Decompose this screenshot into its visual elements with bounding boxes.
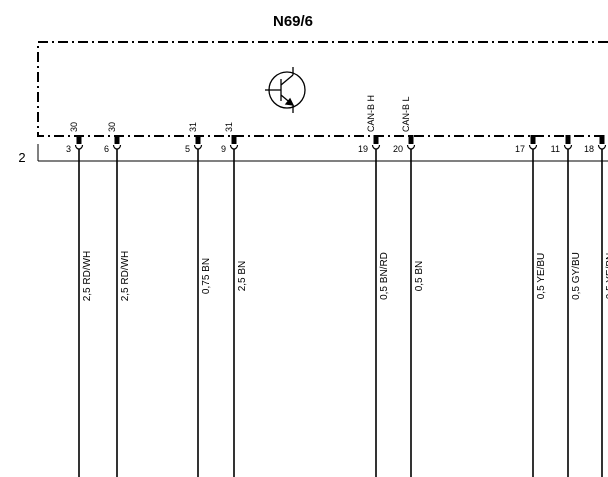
wire-label: 0,5 YE/BN: [605, 253, 608, 300]
pin-socket: [193, 144, 203, 150]
pin-number: 18: [584, 144, 594, 154]
pin-socket: [563, 144, 573, 150]
pin-socket: [371, 144, 381, 150]
wire-label: 0,75 BN: [201, 258, 212, 294]
pin-number: 5: [185, 144, 190, 154]
pin-contact: [231, 135, 237, 144]
component-title: N69/6: [273, 13, 313, 30]
wire-label: 0,5 GY/BU: [571, 252, 582, 300]
wire-label: 2,5 RD/WH: [120, 251, 131, 302]
wire-label: 0,5 BN: [414, 261, 425, 292]
pin-11: 11 0,5 GY/BU: [551, 135, 582, 477]
pin-20: 20 CAN-B L 0,5 BN: [393, 96, 425, 477]
pin-number: 9: [221, 144, 226, 154]
pin-contact: [565, 135, 571, 144]
pin-contact: [114, 135, 120, 144]
pin-contact: [195, 135, 201, 144]
pin-9: 9 31 2,5 BN: [221, 122, 248, 477]
pin-socket: [112, 144, 122, 150]
pin-signal: 31: [188, 122, 198, 132]
pin-17: 17 0,5 YE/BU: [515, 135, 547, 477]
pin-socket: [74, 144, 84, 150]
pin-socket: [406, 144, 416, 150]
wire-label: 2,5 RD/WH: [82, 251, 93, 302]
connector-housing: [37, 144, 608, 162]
pin-contact: [76, 135, 82, 144]
component-outline: [37, 41, 608, 137]
pin-number: 6: [104, 144, 109, 154]
pin-signal: 30: [107, 122, 117, 132]
connector-pins: 3 30 2,5 RD/WH 6 30 2,5 RD/WH 5 31 0,75 BN 9 31 2,5…: [66, 95, 608, 477]
pin-5: 5 31 0,75 BN: [185, 122, 212, 477]
pin-number: 17: [515, 144, 525, 154]
pin-contact: [408, 135, 414, 144]
pin-contact: [373, 135, 379, 144]
transistor-icon: [265, 67, 306, 113]
pin-number: 3: [66, 144, 71, 154]
pin-signal: CAN-B L: [401, 96, 411, 132]
wire-label: 2,5 BN: [237, 261, 248, 292]
pin-19: 19 CAN-B H 0,5 BN/RD: [358, 95, 390, 477]
pin-signal: 31: [224, 122, 234, 132]
wire-label: 0,5 BN/RD: [379, 252, 390, 300]
pin-socket: [528, 144, 538, 150]
wire-label: 0,5 YE/BU: [536, 253, 547, 300]
pin-socket: [597, 144, 607, 150]
pin-contact: [530, 135, 536, 144]
pin-18: 18 0,5 YE/BN: [584, 135, 608, 477]
pin-signal: 30: [69, 122, 79, 132]
pin-number: 19: [358, 144, 368, 154]
connector-row-label: 2: [18, 150, 25, 165]
pin-number: 20: [393, 144, 403, 154]
pin-6: 6 30 2,5 RD/WH: [104, 122, 131, 477]
pin-number: 11: [551, 144, 560, 154]
pin-signal: CAN-B H: [366, 95, 376, 132]
pin-3: 3 30 2,5 RD/WH: [66, 122, 93, 477]
pin-contact: [599, 135, 605, 144]
pin-socket: [229, 144, 239, 150]
